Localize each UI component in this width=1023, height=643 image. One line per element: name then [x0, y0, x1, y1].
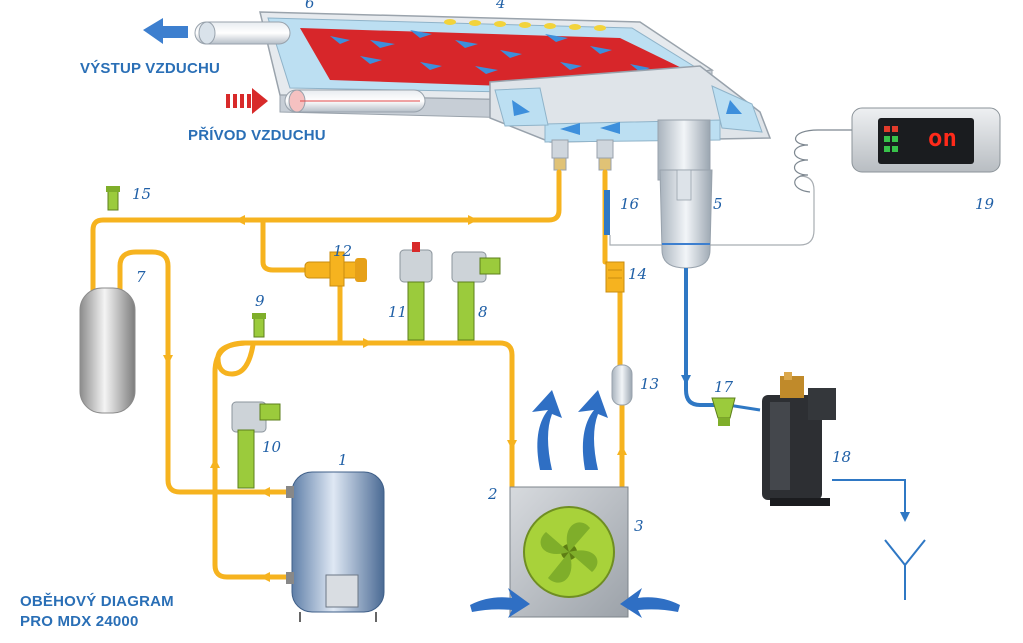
component-number-1: 1	[338, 451, 348, 469]
refrigerant-piping	[90, 169, 625, 580]
component-number-16: 16	[620, 195, 640, 213]
condenser-airflow-arrows	[470, 390, 680, 618]
heat-exchanger-unit	[194, 11, 772, 181]
fitting-14	[605, 261, 625, 293]
component-number-5: 5	[713, 195, 723, 213]
component-number-8: 8	[478, 303, 488, 321]
condensate-drain-line	[681, 268, 926, 600]
controller-display-text: on	[928, 124, 957, 152]
probe-16	[604, 190, 610, 235]
drain-unit-18	[762, 372, 836, 506]
component-number-9: 9	[255, 292, 265, 310]
solenoid-valve-10	[231, 401, 281, 489]
component-number-15: 15	[132, 185, 152, 203]
component-number-4: 4	[496, 0, 506, 12]
condenser-unit	[509, 486, 629, 618]
controller-19	[851, 107, 1001, 173]
component-number-12: 12	[333, 242, 353, 260]
filter-drier-13	[611, 364, 633, 406]
component-number-19: 19	[975, 195, 995, 213]
component-number-2: 2	[488, 485, 498, 503]
solenoid-valve-8	[451, 251, 501, 341]
diagram-title-line1: OBĚHOVÝ DIAGRAM	[20, 593, 174, 610]
component-number-17: 17	[714, 378, 734, 396]
component-number-6: 6	[305, 0, 315, 12]
service-valve-9	[252, 313, 266, 338]
component-number-11: 11	[388, 303, 408, 321]
strainer-17	[711, 397, 736, 426]
pressure-switch-11	[399, 242, 433, 341]
service-valve-15	[106, 186, 120, 211]
compressor-1	[286, 471, 385, 622]
air-outlet-arrow	[143, 18, 188, 44]
air-outlet-label: VÝSTUP VZDUCHU	[80, 60, 221, 77]
expansion-valve-12	[304, 251, 367, 287]
component-number-14: 14	[628, 265, 648, 283]
accumulator-7	[79, 287, 136, 414]
component-number-13: 13	[640, 375, 660, 393]
component-number-18: 18	[832, 448, 852, 466]
diagram-title-line2: PRO MDX 24000	[20, 613, 139, 630]
sensor-coil	[793, 129, 819, 193]
air-inlet-arrow	[226, 88, 268, 114]
flow-direction-arrows	[163, 215, 627, 582]
sensor-wire	[609, 175, 815, 246]
component-number-10: 10	[262, 438, 282, 456]
component-number-7: 7	[136, 268, 146, 286]
component-number-3: 3	[634, 517, 644, 535]
air-inlet-label: PŘÍVOD VZDUCHU	[188, 127, 326, 144]
separator-5	[659, 169, 713, 269]
